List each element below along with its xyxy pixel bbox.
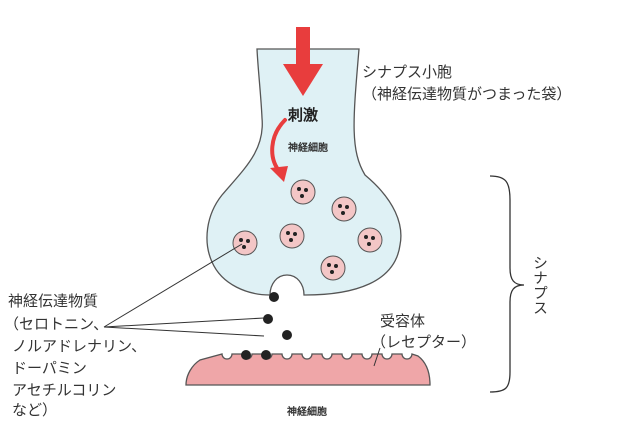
curved-arrow-head: [270, 166, 288, 182]
synapse-label: シナプス: [531, 255, 549, 315]
presynaptic-terminal: [206, 48, 402, 296]
neurotransmitter: [241, 350, 251, 360]
stimulus-label: 刺激: [288, 106, 319, 124]
vesicle: [331, 196, 357, 222]
vesicle: [279, 223, 305, 249]
synapse-brace: [489, 175, 525, 393]
neurotransmitter-list-item: （セロトニン、: [4, 315, 109, 333]
neurotransmitter: [282, 330, 292, 340]
leader-line: [103, 317, 265, 328]
vesicle: [320, 255, 346, 281]
vesicle-title: シナプス小胞: [362, 63, 453, 81]
vesicle: [290, 179, 316, 205]
neurotransmitter-list-item: ドーパミン: [12, 359, 87, 377]
leader-line: [103, 326, 265, 337]
receptor-description: （レセプター）: [371, 333, 477, 351]
receptor-title: 受容体: [380, 312, 426, 330]
vesicle-description: （神経伝達物質がつまった袋）: [362, 85, 572, 103]
vesicle: [357, 227, 383, 253]
neurotransmitter-list-item: など）: [12, 401, 58, 419]
neurotransmitter-title: 神経伝達物質: [8, 292, 99, 310]
leader-line: [373, 347, 381, 367]
neurotransmitter: [261, 350, 271, 360]
postsynaptic-cell: [185, 353, 431, 386]
neurotransmitter-list-item: ノルアドレナリン、: [12, 337, 147, 355]
neuron-top-label: 神経細胞: [288, 143, 328, 154]
neuron-bottom-label: 神経細胞: [287, 407, 327, 418]
stimulus-arrow-icon: [283, 27, 323, 96]
neurotransmitter-list-item: アセチルコリン: [12, 381, 117, 399]
vesicle: [232, 230, 258, 256]
leader-line: [103, 243, 243, 328]
neurotransmitter: [269, 292, 279, 302]
neurotransmitter: [263, 314, 273, 324]
